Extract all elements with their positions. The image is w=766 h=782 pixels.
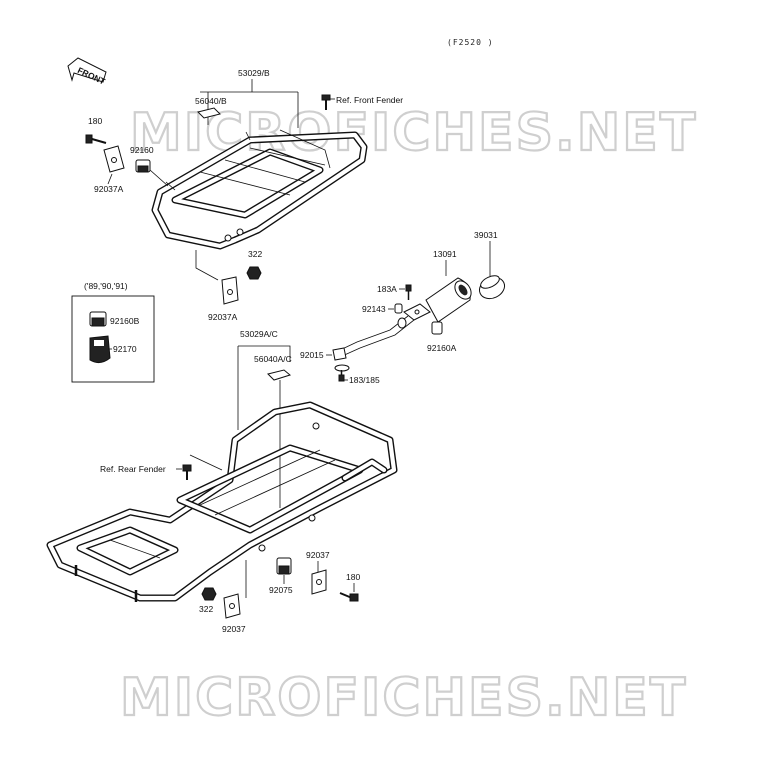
bushing-92075: [276, 557, 292, 575]
label-180-top: 180: [88, 116, 102, 126]
bushing-92160b: [89, 311, 107, 327]
bushing-92160a: [431, 321, 443, 335]
ref-front-fender-label: Ref. Front Fender: [336, 95, 403, 105]
inset-title: ('89,'90,'91): [84, 281, 128, 291]
bolt-180-top: [85, 134, 107, 144]
bolt-front-fender: [321, 94, 331, 110]
label-92170: 92170: [113, 344, 137, 354]
bolt-183-185: [338, 370, 345, 382]
bracket-92037a-top: [103, 145, 125, 173]
bolt-180-bottom: [339, 592, 359, 602]
label-183-185: 183/185: [349, 375, 380, 385]
label-92037-right: 92037: [306, 550, 330, 560]
inset-box: [71, 295, 155, 383]
bushing-92160: [135, 159, 151, 173]
label-92037-bottom: 92037: [222, 624, 246, 634]
label-180-bottom: 180: [346, 572, 360, 582]
label-13091: 13091: [433, 249, 457, 259]
label-92075: 92075: [269, 585, 293, 595]
front-carrier-frame: [151, 129, 368, 250]
label-92143: 92143: [362, 304, 386, 314]
bracket-92037-right: [311, 569, 327, 595]
label-56040b: 56040/B: [195, 96, 227, 106]
label-92037a-top: 92037A: [94, 184, 124, 194]
label-92160b: 92160B: [110, 316, 140, 326]
ref-rear-fender-label: Ref. Rear Fender: [100, 464, 166, 474]
front-arrow-icon: FRONT: [67, 57, 107, 87]
label-39031: 39031: [474, 230, 498, 240]
label-92160a: 92160A: [427, 343, 457, 353]
label-322-bottom: 322: [199, 604, 213, 614]
bolt-rear-fender: [182, 464, 192, 480]
rear-carrier-frame: [46, 401, 398, 602]
label-53029ac: 53029A/C: [240, 329, 278, 339]
watermark-bottom: MICROFICHES.NET: [120, 668, 687, 728]
label-92160: 92160: [130, 145, 154, 155]
decal-56040b: [197, 107, 221, 119]
label-183a: 183A: [377, 284, 397, 294]
clip-92015: [332, 347, 350, 372]
clamp-92170: [89, 335, 111, 364]
bracket-92037-bottom: [223, 593, 241, 619]
gun-holder-bracket: [337, 303, 431, 358]
label-322-top: 322: [248, 249, 262, 259]
bracket-92037a-mid: [221, 276, 239, 305]
label-56040ac: 56040A/C: [254, 354, 292, 364]
cap-39031: [478, 275, 506, 300]
label-53029b: 53029/B: [238, 68, 270, 78]
bolt-183a: [405, 284, 412, 300]
collar-92143: [394, 303, 403, 314]
nut-322-top: [246, 266, 262, 280]
decal-56040ac: [267, 369, 292, 381]
tube-13091: [425, 277, 472, 323]
nut-322-bottom: [201, 587, 217, 601]
label-92037a-mid: 92037A: [208, 312, 238, 322]
figure-code: (F2520 ): [447, 38, 494, 47]
label-92015: 92015: [300, 350, 324, 360]
